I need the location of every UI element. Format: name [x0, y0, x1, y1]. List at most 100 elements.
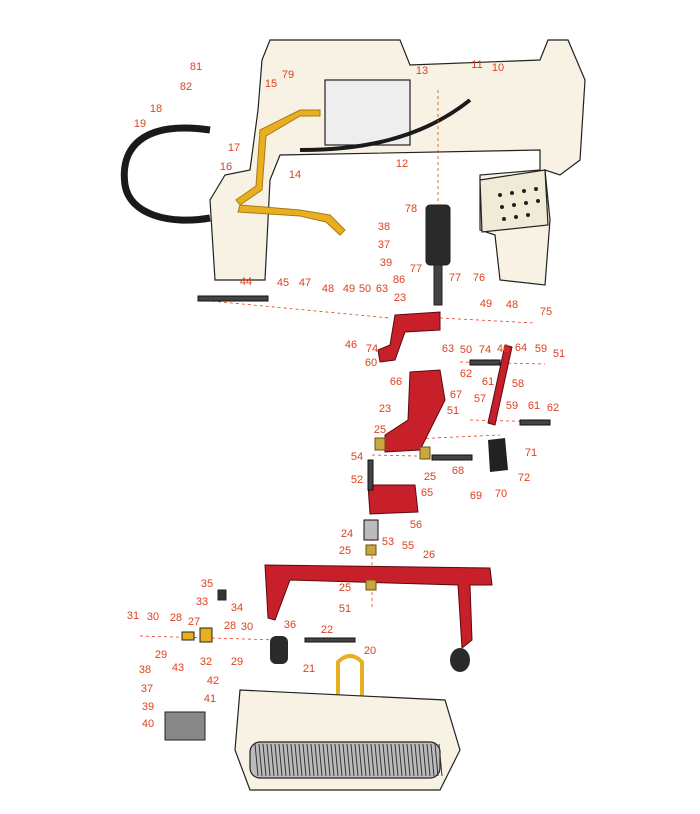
reel-groove — [402, 743, 407, 777]
callout-45: 45 — [277, 277, 289, 289]
callout-55: 55 — [402, 540, 414, 552]
reel-groove — [342, 743, 347, 777]
callout-33: 33 — [196, 596, 208, 608]
part-60 — [377, 311, 441, 363]
callout-38: 38 — [139, 664, 151, 676]
roller-36 — [270, 636, 288, 664]
reel-groove — [394, 743, 399, 777]
callout-70: 70 — [495, 488, 507, 500]
callout-35: 35 — [201, 578, 213, 590]
callout-16: 16 — [220, 161, 232, 173]
callout-32: 32 — [200, 656, 212, 668]
callout-75: 75 — [540, 306, 552, 318]
reel-groove — [374, 743, 379, 777]
callout-25: 25 — [424, 471, 436, 483]
reel-groove — [354, 743, 359, 777]
part-26 — [264, 564, 493, 649]
callout-51: 51 — [339, 603, 351, 615]
lift-cylinder — [425, 204, 451, 306]
callout-50: 50 — [359, 283, 371, 295]
callout-20: 20 — [364, 645, 376, 657]
reel-groove — [270, 743, 275, 777]
callout-74: 74 — [366, 343, 378, 355]
part-66 — [384, 369, 446, 453]
callout-34: 34 — [231, 602, 243, 614]
callout-28: 28 — [224, 620, 236, 632]
handle-20 — [336, 654, 364, 700]
reel-groove — [362, 743, 367, 777]
callout-81: 81 — [190, 61, 202, 73]
reel-groove — [278, 743, 283, 777]
callout-44: 44 — [240, 276, 252, 288]
reel-groove — [330, 743, 335, 777]
callout-42: 42 — [207, 675, 219, 687]
callout-50: 50 — [460, 344, 472, 356]
reel-groove — [438, 743, 443, 777]
reel-grooves — [254, 743, 443, 777]
callout-12: 12 — [396, 158, 408, 170]
callout-25: 25 — [339, 545, 351, 557]
callout-38: 38 — [378, 221, 390, 233]
reel-groove — [322, 743, 327, 777]
hardware — [197, 295, 551, 643]
reel-groove — [258, 743, 263, 777]
callout-57: 57 — [474, 393, 486, 405]
callout-28: 28 — [170, 612, 182, 624]
callout-63: 63 — [376, 283, 388, 295]
reel-groove — [410, 743, 415, 777]
callout-68: 68 — [452, 465, 464, 477]
callout-59: 59 — [506, 400, 518, 412]
valve-parts — [164, 589, 227, 741]
callout-61: 61 — [528, 400, 540, 412]
reel-groove — [370, 743, 375, 777]
hydraulic-hose — [120, 124, 211, 224]
reel-groove — [310, 743, 315, 777]
callout-21: 21 — [303, 663, 315, 675]
callout-64: 64 — [515, 342, 527, 354]
callout-65: 65 — [421, 487, 433, 499]
callout-18: 18 — [150, 103, 162, 115]
callout-66: 66 — [390, 376, 402, 388]
callout-19: 19 — [134, 118, 146, 130]
callout-10: 10 — [492, 62, 504, 74]
callout-47: 47 — [299, 277, 311, 289]
traction-frame — [209, 39, 586, 286]
callout-61: 61 — [482, 376, 494, 388]
callout-39: 39 — [142, 701, 154, 713]
reel-groove — [434, 743, 439, 777]
reel-groove — [318, 743, 323, 777]
callout-31: 31 — [127, 610, 139, 622]
callout-48: 48 — [322, 283, 334, 295]
reel-groove — [398, 743, 403, 777]
callout-52: 52 — [351, 474, 363, 486]
callout-51: 51 — [553, 348, 565, 360]
reel-groove — [390, 743, 395, 777]
reel-groove — [286, 743, 291, 777]
callout-54: 54 — [351, 451, 363, 463]
reel-groove — [406, 743, 411, 777]
callout-63: 63 — [442, 343, 454, 355]
callout-51: 51 — [447, 405, 459, 417]
reel-groove — [334, 743, 339, 777]
callout-86: 86 — [393, 274, 405, 286]
callout-14: 14 — [289, 169, 301, 181]
callout-37: 37 — [141, 683, 153, 695]
reel-groove — [418, 743, 423, 777]
callout-40: 40 — [142, 718, 154, 730]
callout-72: 72 — [518, 472, 530, 484]
callout-39: 39 — [380, 257, 392, 269]
callout-26: 26 — [423, 549, 435, 561]
callout-49: 49 — [480, 298, 492, 310]
callout-17: 17 — [228, 142, 240, 154]
reel-groove — [290, 743, 295, 777]
callout-15: 15 — [265, 78, 277, 90]
reel-groove — [426, 743, 431, 777]
reel-groove — [378, 743, 383, 777]
callout-53: 53 — [382, 536, 394, 548]
callout-13: 13 — [416, 65, 428, 77]
callout-76: 76 — [473, 272, 485, 284]
reel-groove — [414, 743, 419, 777]
bushings — [365, 437, 431, 591]
